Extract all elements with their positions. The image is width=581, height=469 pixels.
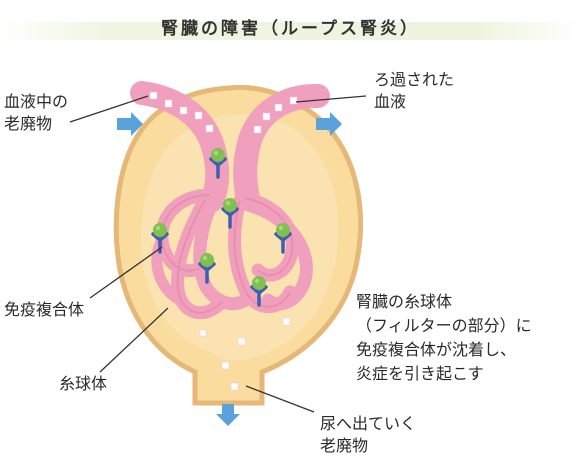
leader-inflow <box>69 95 149 123</box>
label-inflow-line-2: 老廃物 <box>4 114 53 133</box>
leader-lines <box>69 95 367 413</box>
flow-arrows <box>117 112 342 426</box>
explanation-line-3: 免疫複合体が沈着し、 <box>356 340 517 359</box>
urine-arrow <box>216 404 240 426</box>
label-urine-line-2: 老廃物 <box>320 436 369 455</box>
waste-particle <box>199 329 207 337</box>
waste-particle <box>274 103 283 112</box>
label-outflow-line-2: 血液 <box>374 92 407 111</box>
immune-complex <box>198 253 216 284</box>
explanation-line-2: （フィルターの部分）に <box>356 316 532 335</box>
title-band <box>0 22 581 40</box>
leader-outflow <box>295 95 367 103</box>
label-inflow: 血液中の 老廃物 <box>4 91 68 135</box>
leader-immune-complex <box>89 246 163 299</box>
immune-complex <box>209 148 227 179</box>
label-urine-line-1: 尿へ出ていく <box>320 414 417 433</box>
leader-glomerulus <box>99 307 169 373</box>
outflow-arrow <box>316 112 342 136</box>
waste-particle <box>289 96 298 105</box>
explanation-line-4: 炎症を引き起こす <box>356 364 484 383</box>
label-immune-complex: 免疫複合体 <box>4 300 85 319</box>
waste-particle <box>164 99 173 108</box>
waste-particle <box>253 125 262 134</box>
label-outflow: ろ過された 血液 <box>374 69 454 113</box>
capillary-shading <box>160 194 294 314</box>
diagram-title: 腎臓の障害（ループス腎炎） <box>161 19 420 39</box>
immune-complex <box>151 223 169 254</box>
explanation-line-1: 腎臓の糸球体 <box>356 292 453 311</box>
waste-particle <box>230 382 239 391</box>
leader-urine <box>245 385 315 413</box>
explanation-text: 腎臓の糸球体 （フィルターの部分）に 免疫複合体が沈着し、 炎症を引き起こす <box>356 290 532 386</box>
waste-particle <box>149 91 158 100</box>
waste-particle <box>194 111 203 120</box>
waste-particle <box>262 112 271 121</box>
immune-complex <box>221 198 239 229</box>
waste-particle <box>205 124 214 133</box>
immune-complexes <box>151 148 292 307</box>
immune-complex <box>250 276 268 307</box>
waste-particle <box>282 317 291 326</box>
waste-particles <box>149 91 298 391</box>
label-urine: 尿へ出ていく 老廃物 <box>320 413 416 457</box>
immune-complex <box>274 223 292 254</box>
label-outflow-line-1: ろ過された <box>374 70 455 89</box>
waste-particle <box>237 337 246 346</box>
waste-particle <box>221 361 230 370</box>
label-inflow-line-1: 血液中の <box>4 92 69 111</box>
inflow-arrow <box>117 112 143 136</box>
waste-particle <box>179 106 188 115</box>
label-glomerulus: 糸球体 <box>59 374 108 393</box>
